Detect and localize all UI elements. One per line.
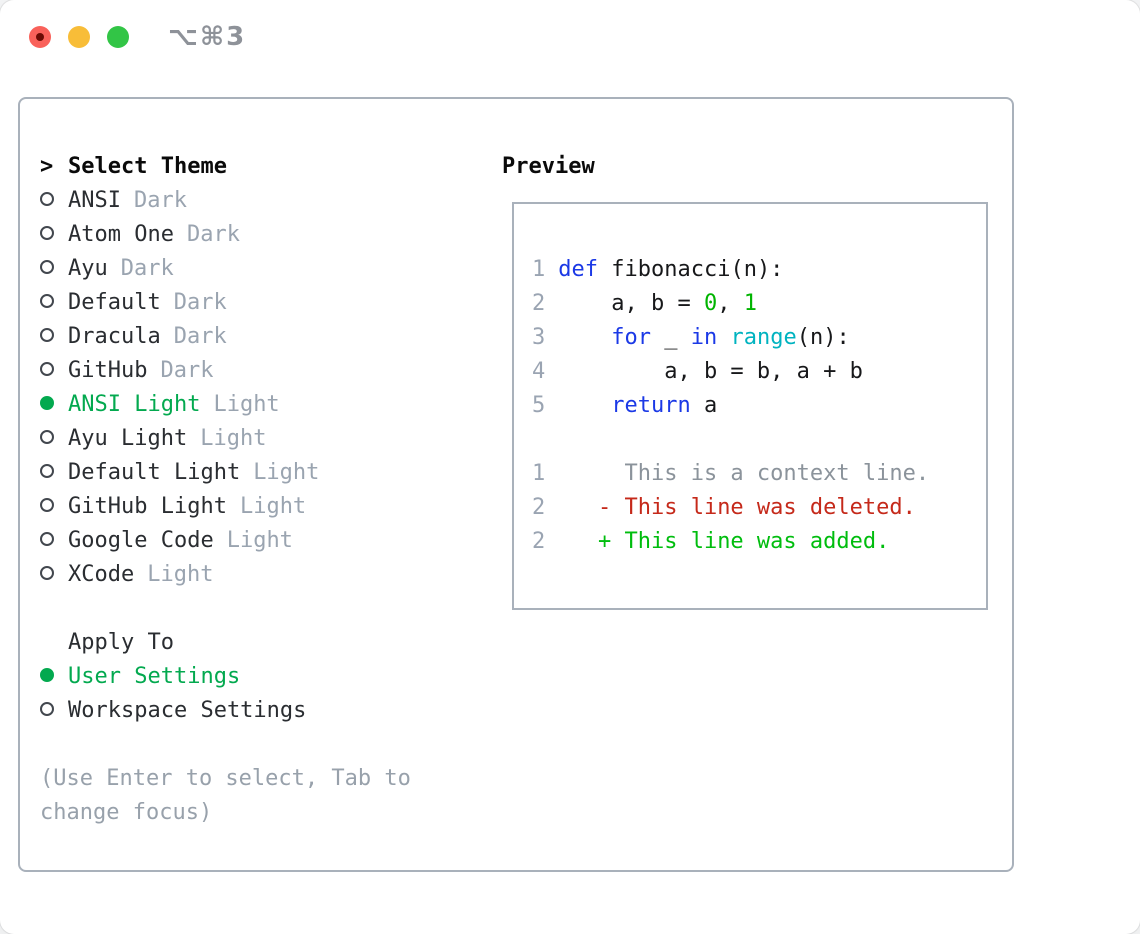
diff-deleted-line: 2 - This line was deleted.	[532, 495, 916, 520]
line-number: 3	[532, 325, 546, 350]
titlebar: ⌥⌘3	[0, 0, 1140, 75]
theme-tag: Dark	[186, 222, 240, 247]
theme-tag: Light	[213, 392, 280, 417]
line-number: 4	[532, 359, 546, 384]
radio-icon	[40, 328, 54, 342]
minimize-button[interactable]	[68, 26, 90, 48]
code-line: 4 a, b = b, a + b	[532, 359, 863, 384]
apply-to-title: Apply To	[68, 630, 174, 655]
spacer	[40, 592, 490, 626]
radio-icon	[40, 532, 54, 546]
radio-icon	[40, 192, 54, 206]
theme-tag: Dark	[173, 290, 227, 315]
radio-icon	[40, 498, 54, 512]
spacer	[40, 728, 490, 762]
theme-tag: Dark	[160, 358, 214, 383]
code-line: 2 a, b = 0, 1	[532, 291, 757, 316]
apply-option-user-settings[interactable]: User Settings	[40, 660, 490, 694]
theme-tag: Light	[147, 562, 214, 587]
close-button[interactable]	[29, 26, 51, 48]
radio-icon	[40, 566, 54, 580]
select-theme-header: > Select Theme	[40, 150, 490, 184]
line-number: 2	[532, 495, 546, 520]
apply-to-header: Apply To	[40, 626, 490, 660]
line-number: 5	[532, 393, 546, 418]
code-line: 5 return a	[532, 393, 718, 418]
line-number: 1	[532, 461, 546, 486]
blank-line	[532, 423, 968, 457]
hint-text: (Use Enter to select, Tab to change focu…	[40, 766, 411, 825]
cursor-indicator: >	[40, 154, 54, 179]
radio-selected-icon	[40, 396, 54, 410]
radio-selected-icon	[40, 668, 54, 682]
window-title: ⌥⌘3	[168, 22, 247, 52]
zoom-button[interactable]	[107, 26, 129, 48]
code-line: 3 for _ in range(n):	[532, 325, 850, 350]
diff-context-line: 1 This is a context line.	[532, 461, 930, 486]
radio-icon	[40, 464, 54, 478]
theme-tag: Dark	[133, 188, 187, 213]
theme-tag: Dark	[120, 256, 174, 281]
select-theme-title: Select Theme	[68, 154, 227, 179]
preview-title: Preview	[502, 154, 595, 179]
radio-icon	[40, 260, 54, 274]
line-number: 2	[532, 529, 546, 554]
radio-icon	[40, 702, 54, 716]
theme-tag: Dark	[173, 324, 227, 349]
radio-icon	[40, 294, 54, 308]
line-number: 1	[532, 257, 546, 282]
theme-tag: Light	[226, 528, 293, 553]
theme-tag: Light	[253, 460, 320, 485]
diff-added-line: 2 + This line was added.	[532, 529, 890, 554]
apply-option-workspace-settings[interactable]: Workspace Settings	[40, 694, 490, 728]
close-dot-icon	[36, 33, 44, 41]
theme-tag: Light	[239, 494, 307, 519]
line-number: 2	[532, 291, 546, 316]
radio-icon	[40, 362, 54, 376]
theme-tag: Light	[200, 426, 267, 451]
radio-icon	[40, 226, 54, 240]
radio-icon	[40, 430, 54, 444]
